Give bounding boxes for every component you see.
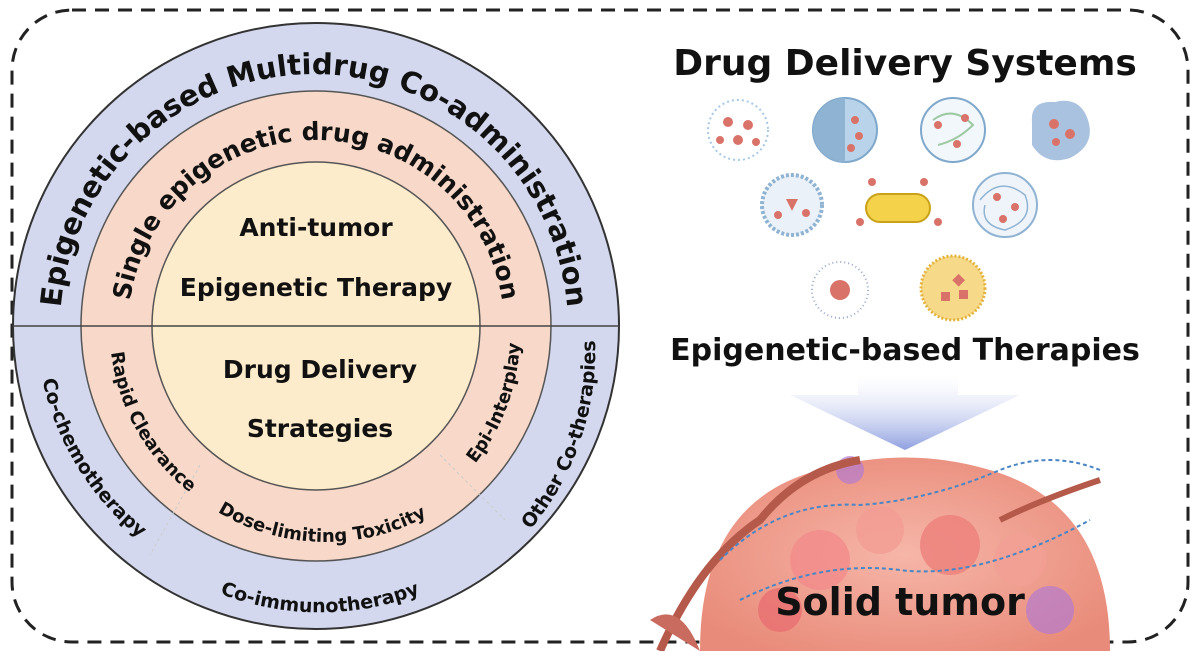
capsule-nanoparticle-icon: [856, 178, 942, 226]
center-upper-line2: Epigenetic Therapy: [180, 273, 452, 302]
center-lower-line1: Drug Delivery: [223, 355, 417, 384]
circle-diagram: Epigenetic-based Multidrug Co-administra…: [12, 22, 620, 630]
micelle-icon: [811, 261, 869, 319]
center-lower-line2: Strategies: [247, 414, 393, 443]
liposome-icon: [760, 173, 824, 237]
mesoporous-particle-icon: [812, 97, 878, 163]
protein-particle-icon: [1031, 100, 1090, 161]
center-upper-line1: Anti-tumor: [239, 213, 393, 242]
epigenetic-therapies-subtitle: Epigenetic-based Therapies: [670, 333, 1140, 368]
solid-tumor-illustration: [650, 456, 1110, 651]
lipid-nanoparticle-icon: [919, 254, 987, 322]
dendrimer-icon: [707, 99, 769, 161]
nanogel-icon: [972, 172, 1038, 238]
down-arrow: [790, 375, 1020, 450]
drug-delivery-title: Drug Delivery Systems: [673, 43, 1137, 84]
nanoparticle-gallery: [707, 97, 1090, 322]
polymer-network-icon: [920, 97, 986, 163]
segment-divider: [149, 464, 201, 556]
solid-tumor-label: Solid tumor: [775, 580, 1025, 624]
